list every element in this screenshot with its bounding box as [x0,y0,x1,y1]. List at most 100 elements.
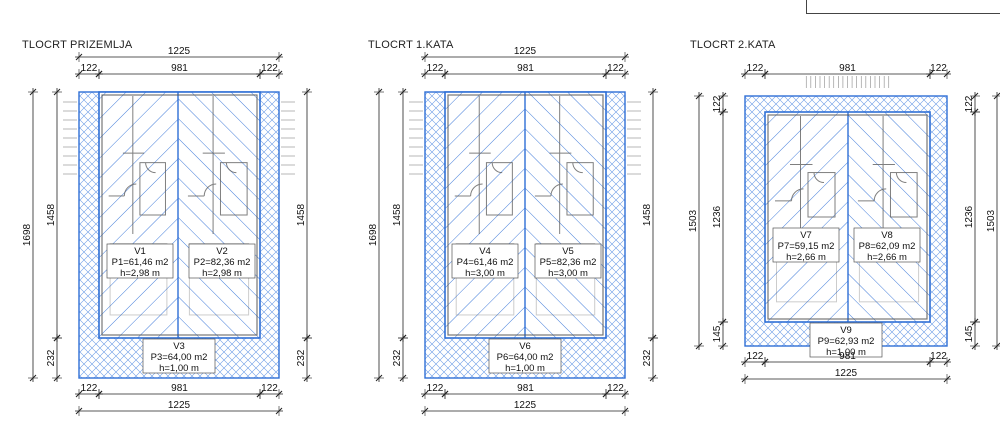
plan-2-room-label-2-line-1: P5=82,36 m2 [540,257,597,268]
plan-1-unit-left-hatch [99,92,178,338]
plan-2-walls-right-terrace [535,243,596,316]
plan-2-dim-top-mid: 981 [441,63,610,79]
plan-1-stairs [63,101,295,175]
plan-1-room-label-1-line-2: h=2,98 m [120,268,160,279]
plan-3-wall-line [767,114,928,320]
plan-1-walls-left-door-b [145,162,156,174]
plan-1-wall-line [101,94,258,336]
plan-3-room-label-3-line-1: P9=62,93 m2 [818,336,875,347]
plan-3-walls-right-room [889,172,918,218]
plan-2-wall-line [447,94,604,336]
plan-1-dim-top-right: 122 [256,63,283,79]
plan-1-dim-left-total: 1698 [22,88,38,382]
plan-2-dim-bottom-mid: 981 [441,383,610,399]
plan-3-dim-bottom-mid-label: 981 [839,351,856,362]
plan-2-dim-left-bottom: 232 [392,334,408,382]
plan-3-walls-left-door-b [813,172,825,184]
plan-3-dim-right-top-label: 122 [964,95,975,112]
plan-3-room-label-3-line-2: h=1,00 m [826,347,866,358]
plan-3-dim-left-total: 1503 [688,92,704,350]
plan-3-room-label-1-line-2: h=2,66 m [786,252,826,263]
plan-2-dim-bottom-mid-label: 981 [517,383,534,394]
plan-1-dim-bottom-total-label: 1225 [168,400,191,411]
plan-1-room-label-1-line-0: V1 [134,246,146,257]
plan-3-dim-left-main: 1236 [712,108,728,326]
plan-3-room-label-2-line-1: P8=62,09 m2 [859,241,916,252]
plan-2-dim-right-main-label: 1458 [642,203,653,226]
plan-1-dim-right-bottom: 232 [296,334,312,382]
plan-2-dim-top-left: 122 [421,63,449,79]
plan-1-room-label-2-line-1: P2=82,36 m2 [194,257,251,268]
plan-3-unit-left-hatch [765,112,848,322]
plan-3-dim-right-main: 1236 [964,108,980,326]
plan-1-dim-bottom-left-label: 122 [81,383,98,394]
plan-3-dim-right-top: 122 [964,92,980,116]
plan-1-dim-right-main: 1458 [296,88,312,342]
plan-1-dim-top-right-label: 122 [261,63,278,74]
plan-1-dim-left-main: 1458 [46,88,62,342]
plan-2-walls-left [454,96,515,316]
plan-2-walls-left-door-b [491,162,503,174]
plan-2-walls-left-room [485,162,513,216]
plan-3-room-label-2-box [853,227,921,263]
plan-1-walls-right [187,96,250,316]
plan-3-dim-left-total-label: 1503 [688,209,699,232]
plan-3-dim-left-main-label: 1236 [712,205,723,228]
plan-1-dim-bottom-mid-label: 981 [171,383,188,394]
plan-1-dim-bottom-mid: 981 [95,383,264,399]
plan-2-dim-left-total: 1698 [368,88,384,382]
plan-1-dim-right-main-label: 1458 [296,203,307,226]
plan-title-first-floor: TLOCRT 1.KATA [368,39,454,51]
plan-3-dim-top-right-label: 122 [930,63,947,74]
plan-2-room-label-3-line-0: V6 [519,341,531,352]
plan-2-walls-right-room [566,162,594,216]
plan-1-dim-bottom-right-label: 122 [261,383,278,394]
plan-1-room-label-3-box [142,338,216,374]
plan-3-dim-top-mid-label: 981 [839,63,856,74]
plan-3-dim-left-bottom: 145 [712,318,728,350]
plan-2-room-label-2-line-2: h=3,00 m [548,268,588,279]
plan-3-walls-right-door-a [873,188,887,201]
plan-3-dim-top-left-label: 122 [747,63,764,74]
plan-1-inner-outline [98,91,261,339]
plan-3-dim-bottom-total: 1225 [741,368,951,384]
plan-2-dim-left-main-label: 1458 [392,203,403,226]
plan-1-dim-left-bottom-label: 232 [46,349,57,366]
plan-2-walls-right-door-b [572,162,583,174]
plan-3-dim-bottom-mid: 981 [761,351,934,367]
plan-3-dim-bottom-left-label: 122 [747,351,764,362]
plan-1-walls-left-terrace [109,243,168,316]
plan-3-dim-top-right: 122 [926,63,951,79]
plan-1-dim-top-total-label: 1225 [168,46,191,57]
plan-1-walls-left-door-a [123,183,137,196]
plan-3-roof-rail [805,76,890,88]
plan-2-dim-bottom-total-label: 1225 [514,400,537,411]
plan-3-dim-left-top-label: 122 [712,95,723,112]
plan-2-dim-top-mid-label: 981 [517,63,534,74]
plan-3-walls-left-door-a [791,188,804,201]
plan-2-dim-top-right-label: 122 [607,63,624,74]
plan-1-room-label-3-line-0: V3 [173,341,185,352]
plan-3-dim-top-left: 122 [741,63,769,79]
plan-2-dim-right-bottom-label: 232 [642,349,653,366]
plan-1-dim-bottom-left: 122 [75,383,103,399]
plan-1-dim-left-total-label: 1698 [22,223,33,246]
plan-3-dim-bottom-right: 122 [926,351,951,367]
plan-3-dim-left-top: 122 [712,92,728,116]
plan-2-room-label-3-box [488,338,562,374]
plan-2-dim-top-total: 1225 [421,46,629,62]
plan-1-walls-right-room [219,162,248,216]
plan-3-room-label-3-line-0: V9 [840,325,852,336]
plan-2-walls-left-door-a [470,183,483,196]
